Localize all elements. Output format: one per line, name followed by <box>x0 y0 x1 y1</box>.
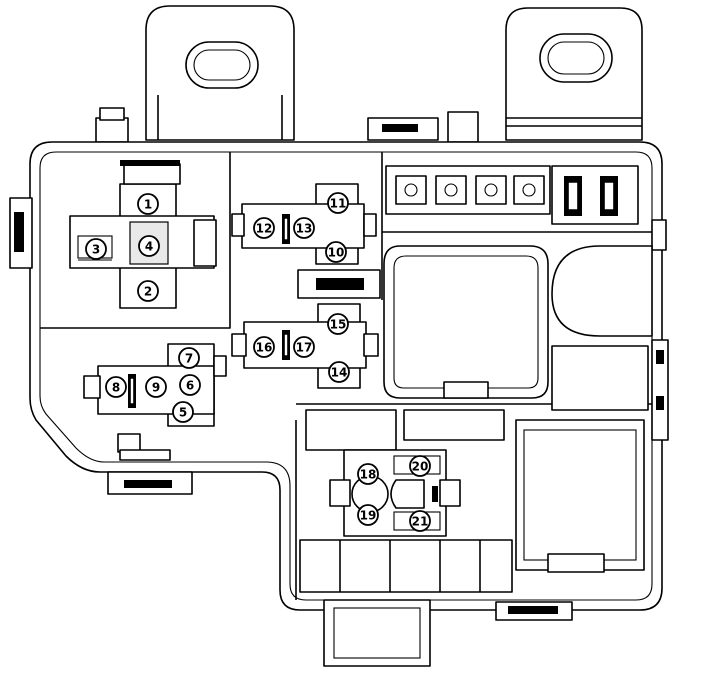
marker-circle <box>85 238 107 260</box>
top-tabs <box>95 107 479 143</box>
marker-label: 17 <box>296 341 313 355</box>
marker-label: 18 <box>360 468 377 482</box>
marker-circle <box>327 313 349 335</box>
marker-circle <box>137 280 159 302</box>
marker-label: 21 <box>412 515 429 529</box>
marker-circle <box>253 217 275 239</box>
marker-circle <box>178 347 200 369</box>
marker-circle <box>293 217 315 239</box>
marker-label: 9 <box>152 381 160 395</box>
marker-circle <box>357 504 379 526</box>
fuse-block-top-right <box>385 165 639 225</box>
marker-circle <box>138 235 160 257</box>
marker-circle <box>253 336 275 358</box>
right-mounting-bracket <box>505 7 643 141</box>
marker-label: 7 <box>185 352 193 366</box>
marker-label: 2 <box>144 285 152 299</box>
marker-20: 20 <box>409 455 431 477</box>
marker-label: 14 <box>331 366 348 380</box>
relay-block-18-21 <box>329 449 461 537</box>
marker-label: 4 <box>145 240 153 254</box>
marker-label: 11 <box>330 197 347 211</box>
relay-block-1-4 <box>69 160 217 309</box>
center-bar <box>297 269 381 299</box>
marker-label: 16 <box>256 341 273 355</box>
marker-3: 3 <box>85 238 107 260</box>
marker-2: 2 <box>137 280 159 302</box>
large-relay-socket <box>383 245 549 399</box>
marker-label: 8 <box>112 381 120 395</box>
marker-label: 10 <box>328 246 345 260</box>
marker-label: 5 <box>179 406 187 420</box>
marker-circle <box>409 455 431 477</box>
marker-17: 17 <box>293 336 315 358</box>
right-relay-socket <box>551 245 653 411</box>
marker-circle <box>293 336 315 358</box>
marker-circle <box>325 241 347 263</box>
marker-label: 19 <box>360 509 377 523</box>
marker-circle <box>145 376 167 398</box>
marker-label: 3 <box>92 243 100 257</box>
marker-19: 19 <box>357 504 379 526</box>
bottom-tabs <box>107 471 573 667</box>
marker-circle <box>357 463 379 485</box>
marker-label: 13 <box>296 222 313 236</box>
marker-10: 10 <box>325 241 347 263</box>
marker-8: 8 <box>105 376 127 398</box>
marker-14: 14 <box>328 361 350 383</box>
marker-circle <box>409 510 431 532</box>
lower-right-sockets <box>299 409 645 593</box>
marker-circle <box>327 192 349 214</box>
marker-circle <box>137 193 159 215</box>
marker-circle <box>172 401 194 423</box>
marker-7: 7 <box>178 347 200 369</box>
marker-label: 15 <box>330 318 347 332</box>
marker-13: 13 <box>293 217 315 239</box>
marker-6: 6 <box>179 374 201 396</box>
left-mounting-bracket <box>145 5 295 141</box>
marker-21: 21 <box>409 510 431 532</box>
marker-label: 6 <box>186 379 194 393</box>
marker-1: 1 <box>137 193 159 215</box>
marker-circle <box>105 376 127 398</box>
marker-label: 20 <box>412 460 429 474</box>
marker-16: 16 <box>253 336 275 358</box>
marker-15: 15 <box>327 313 349 335</box>
marker-5: 5 <box>172 401 194 423</box>
marker-18: 18 <box>357 463 379 485</box>
marker-12: 12 <box>253 217 275 239</box>
marker-4: 4 <box>138 235 160 257</box>
marker-label: 12 <box>256 222 273 236</box>
side-tabs <box>9 197 669 441</box>
marker-circle <box>179 374 201 396</box>
marker-11: 11 <box>327 192 349 214</box>
marker-label: 1 <box>144 198 152 212</box>
marker-9: 9 <box>145 376 167 398</box>
marker-circle <box>328 361 350 383</box>
